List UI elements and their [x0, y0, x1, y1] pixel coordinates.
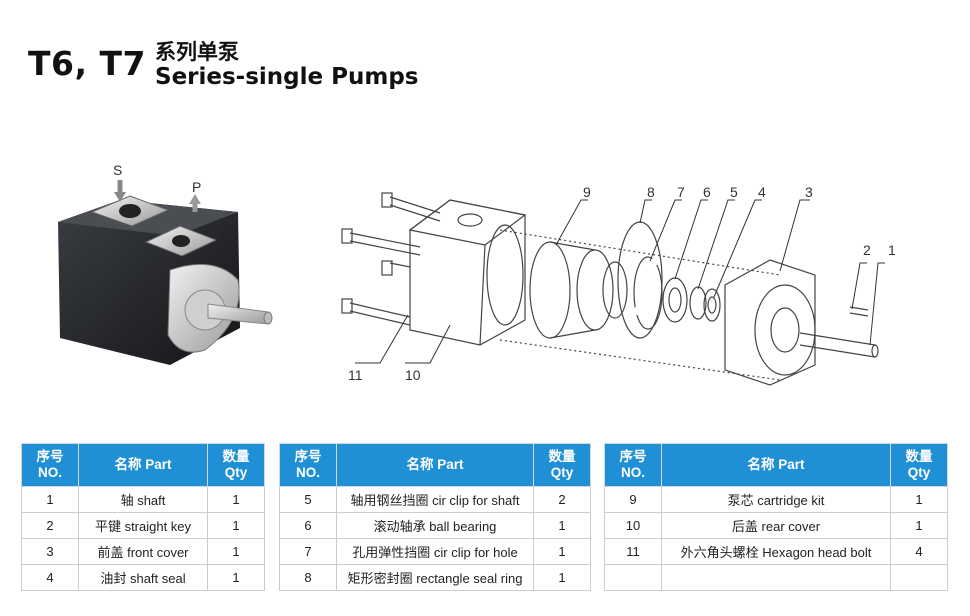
port-p-label: P	[192, 179, 201, 195]
callout-5: 5	[730, 184, 738, 200]
exploded-view-diagram: 1 2 3 4 5 6 7 8 9 10 11	[341, 184, 896, 386]
header-part: 名称 Part	[661, 443, 891, 487]
callout-2: 2	[863, 242, 871, 258]
callout-9: 9	[583, 184, 591, 200]
callout-11: 11	[348, 367, 363, 383]
callout-7: 7	[677, 184, 685, 200]
callout-4: 4	[758, 184, 766, 200]
series-title-cn: 系列单泵	[155, 40, 239, 64]
model-title: T6, T7	[28, 44, 146, 83]
series-title-en: Series-single Pumps	[155, 64, 419, 90]
hex-bolts	[341, 192, 441, 326]
callout-6: 6	[703, 184, 711, 200]
header-part: 名称 Part	[336, 443, 534, 487]
callout-8: 8	[647, 184, 655, 200]
callout-10: 10	[405, 367, 421, 383]
callout-1: 1	[888, 242, 896, 258]
table-row	[604, 564, 948, 591]
pump-photo: S P	[58, 162, 273, 365]
header-part: 名称 Part	[78, 443, 208, 487]
callout-3: 3	[805, 184, 813, 200]
port-s-label: S	[113, 162, 122, 178]
